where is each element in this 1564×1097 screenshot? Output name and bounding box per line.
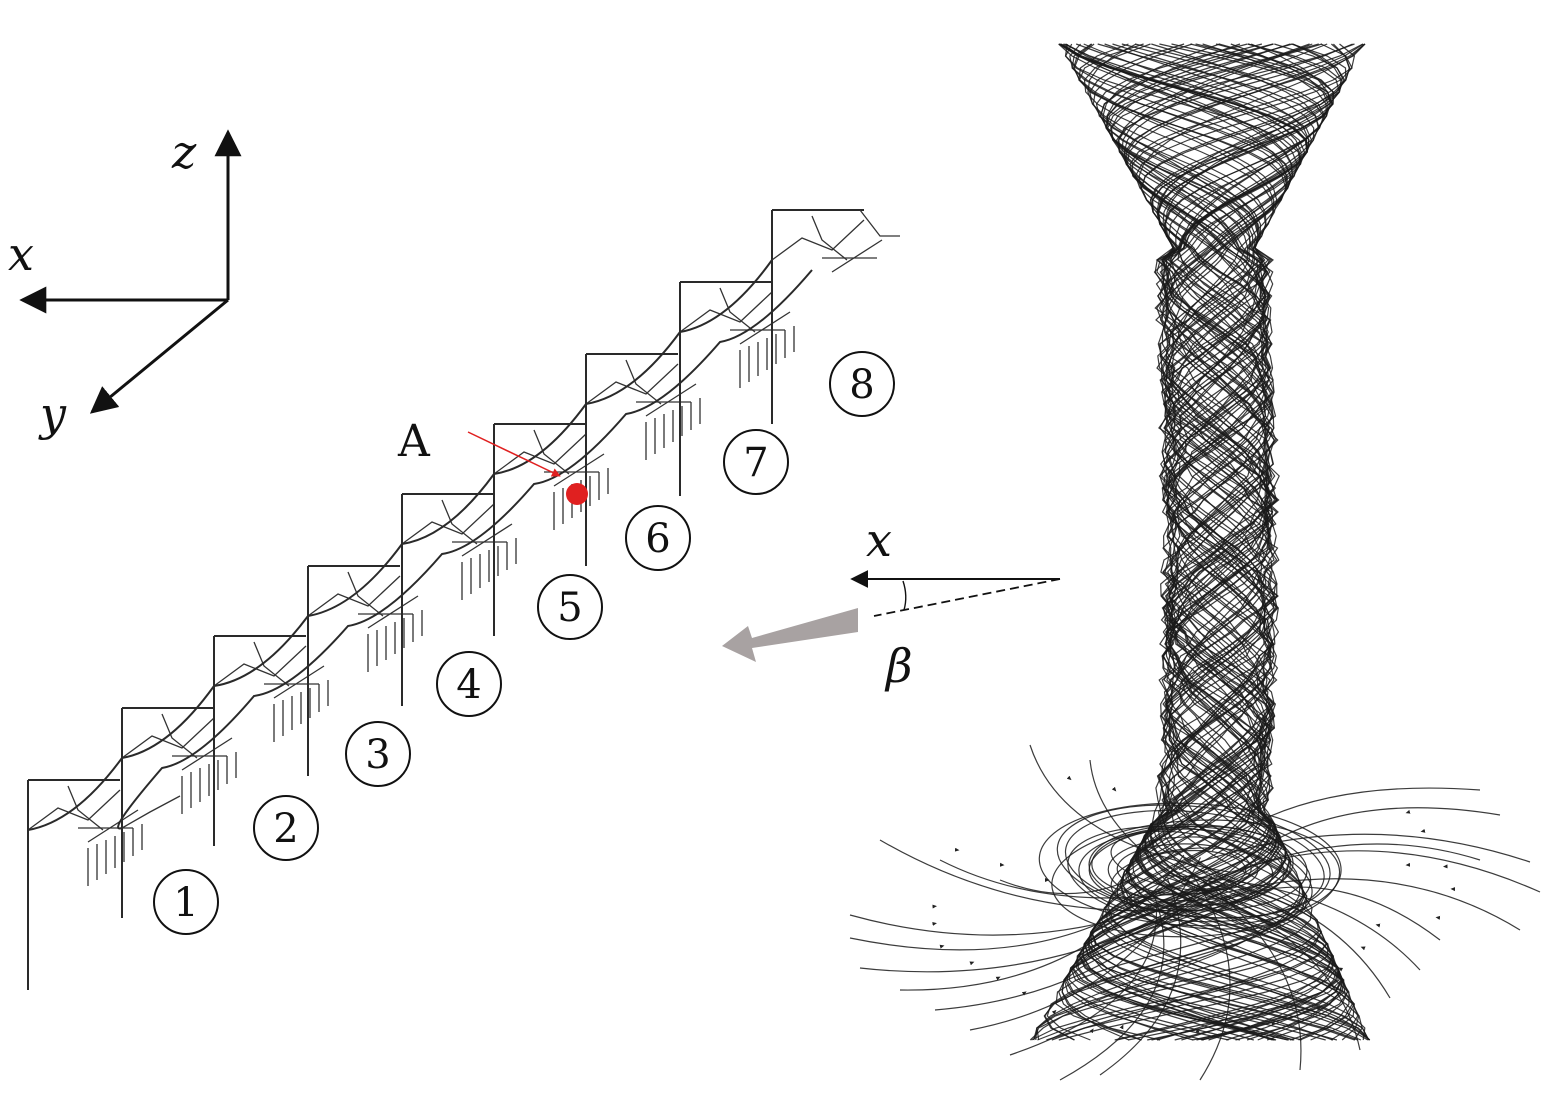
tower-label: 1 [153,869,219,935]
tower-label-number: 3 [365,732,390,778]
z-axis-label: z [171,125,197,179]
tower-label-number: 1 [173,880,198,926]
wind-arrow [722,608,858,662]
wind-direction-indicator: x β [722,513,1061,693]
tower-label: 2 [253,795,319,861]
tower-label: 6 [625,505,691,571]
tower-frame [213,635,325,846]
tower-frame [771,209,883,424]
tower-number-labels: 1 2 3 4 5 6 7 8 [153,351,895,935]
conductor-lines [27,209,900,831]
tower-label: 3 [345,721,411,787]
tower-label-number: 4 [456,662,481,708]
wind-angle-arc [902,580,907,611]
tower-label-number: 7 [743,440,768,486]
point-a-marker [566,483,588,505]
tower-label-number: 2 [273,806,298,852]
point-a-label: A [397,416,431,467]
tower-label: 5 [537,574,603,640]
y-axis-label: y [38,387,67,441]
point-a-annotation: A [397,416,588,505]
wind-angle-label: β [884,639,913,693]
tower-frame [679,281,791,496]
transmission-line-model [27,209,900,990]
tower-frame [493,423,605,636]
tower-label-number: 8 [849,362,874,408]
wind-angle-dashed-line [873,578,1061,617]
tornado-streamlines [849,43,1541,1081]
hanger-lines [87,326,795,886]
point-a-leader-arrow [467,431,561,477]
tower-label: 8 [829,351,895,417]
tower-label-number: 6 [645,516,670,562]
x-axis-label: x [8,227,34,281]
coordinate-axes: z x y [8,125,242,441]
tower-label-number: 5 [557,585,582,631]
wind-x-label: x [866,513,892,567]
y-axis-arrow [89,298,229,414]
tower-frame [121,707,233,918]
tower-label: 4 [436,651,502,717]
tower-label: 7 [723,429,789,495]
tower-frame [401,493,513,706]
